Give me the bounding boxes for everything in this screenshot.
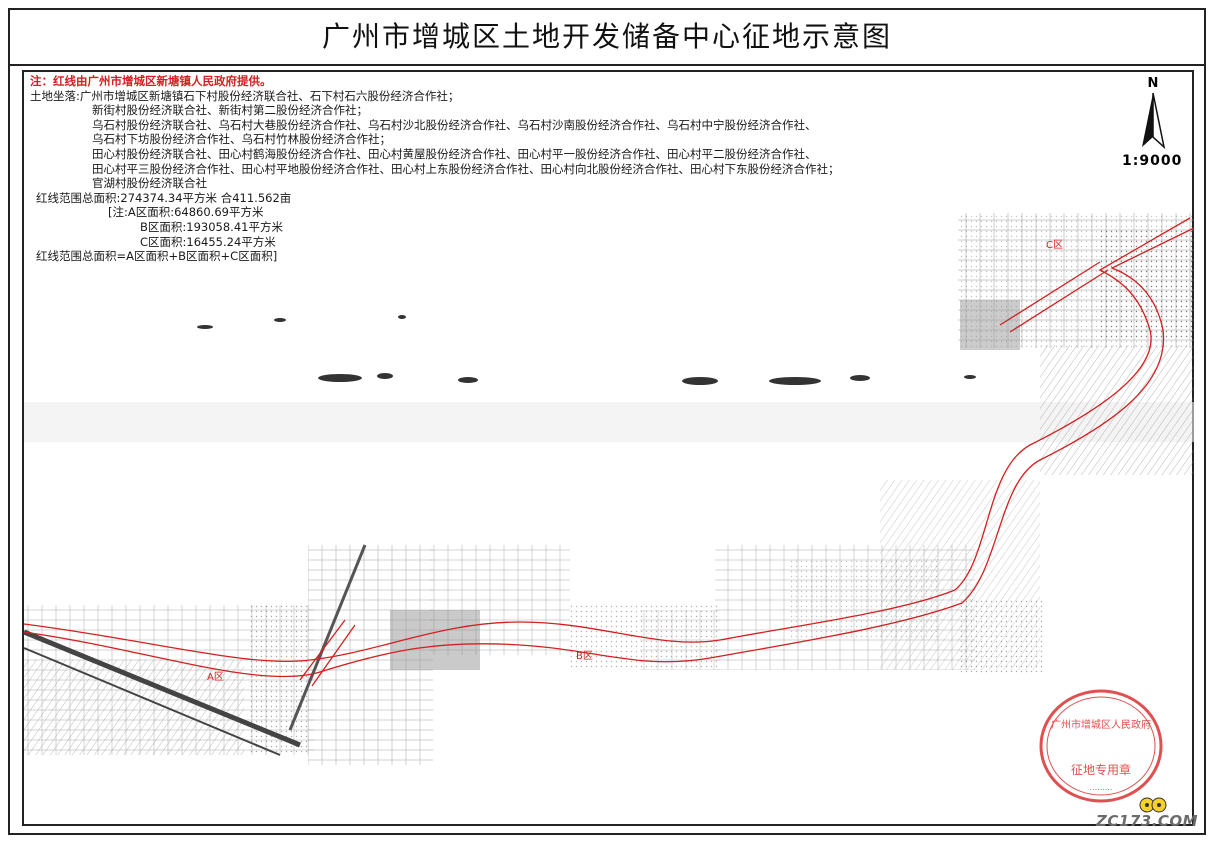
map-tile-ne xyxy=(958,213,1194,475)
official-stamp: 征地专用章 广州市增城区人民政府 ......... xyxy=(1039,689,1163,803)
location-line-5: 田心村平三股份经济合作社、田心村平地股份经济合作社、田心村上东股份经济合作社、田… xyxy=(92,161,840,176)
zone-label-c: C区 xyxy=(1046,240,1063,251)
area-c: C区面积:16455.24平方米 xyxy=(140,234,276,249)
location-line-3: 乌石村下坊股份经济合作社、乌石村竹林股份经济合作社； xyxy=(92,132,391,147)
map-title: 广州市增城区土地开发储备中心征地示意图 xyxy=(8,8,1206,66)
location-line-1: 新街村股份经济联合社、新街村第二股份经济合作社； xyxy=(92,103,368,118)
stamp-bottom-text: 征地专用章 xyxy=(1071,762,1131,777)
zone-label-a: A区 xyxy=(207,672,224,683)
scan-streak xyxy=(24,402,1194,442)
location-line-2: 乌石村股份经济联合社、乌石村大巷股份经济合作社、乌石村沙北股份经济合作社、乌石村… xyxy=(92,117,817,132)
notes-block: 注：红线由广州市增城区新塘镇人民政府提供。 土地坐落:广州市增城区新塘镇石下村股… xyxy=(30,74,840,264)
outer-frame xyxy=(8,8,1206,835)
map-tile-mid-right xyxy=(715,480,1045,675)
map-tile-left xyxy=(23,544,433,765)
zone-label-b: B区 xyxy=(576,651,593,662)
area-b: B区面积:193058.41平方米 xyxy=(140,219,283,234)
north-arrow: N xyxy=(1138,76,1168,155)
redline-boundary xyxy=(23,217,1195,687)
watermark-logo-icon xyxy=(1139,797,1167,813)
area-formula: 红线范围总面积=A区面积+B区面积+C区面积] xyxy=(36,249,278,264)
note-red: 注：红线由广州市增城区新塘镇人民政府提供。 xyxy=(30,74,272,88)
location-line-0: 土地坐落:广州市增城区新塘镇石下村股份经济联合社、石下村石六股份经济合作社； xyxy=(30,89,840,104)
stamp-top-text: 广州市增城区人民政府 xyxy=(1051,718,1151,731)
area-a: [注:A区面积:64860.69平方米 xyxy=(108,205,264,220)
watermark: ZC173.COM xyxy=(1096,812,1199,830)
area-total: 红线范围总面积:274374.34平方米 合411.562亩 xyxy=(36,190,292,205)
speckles xyxy=(197,315,976,385)
north-label: N xyxy=(1147,76,1159,91)
location-line-4: 田心村股份经济联合社、田心村鹤海股份经济合作社、田心村黄屋股份经济合作社、田心村… xyxy=(92,146,817,161)
scale-label: 1:9000 xyxy=(1122,153,1183,169)
stamp-serial: ......... xyxy=(1090,783,1113,792)
north-arrow-icon xyxy=(1142,92,1166,150)
location-line-6: 官湖村股份经济联合社 xyxy=(92,176,207,191)
location-text-0: 广州市增城区新塘镇石下村股份经济联合社、石下村石六股份经济合作社； xyxy=(79,88,460,103)
location-label: 土地坐落: xyxy=(30,88,80,103)
map-tile-center xyxy=(390,545,720,670)
